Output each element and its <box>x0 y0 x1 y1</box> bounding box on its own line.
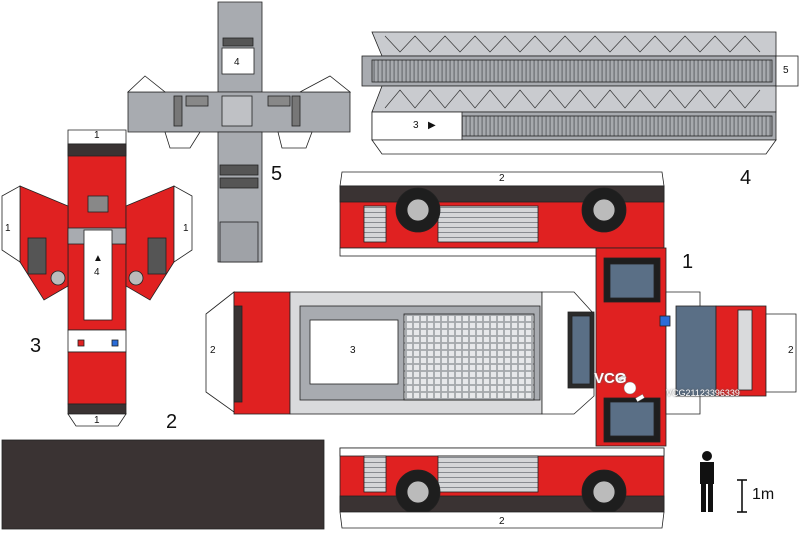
ladder-truss <box>384 35 761 109</box>
scale-bar <box>737 479 747 513</box>
flap-label-2-front: 2 <box>788 345 794 356</box>
flap-label-3-on-body: 3 <box>350 345 356 356</box>
arrow-right-icon: ▶ <box>428 120 436 131</box>
flap-label-2-rear: 2 <box>210 345 216 356</box>
part-5-cross <box>126 1 352 263</box>
flap-label-2-top-side: 2 <box>499 173 505 184</box>
part-label-3: 3 <box>30 335 42 357</box>
flap-label-5-on-ladder: 5 <box>783 65 789 76</box>
flap-label-1-top-roof: 1 <box>94 130 100 141</box>
watermark-brand: VCG <box>594 370 627 387</box>
flap-label-2-bottom-side: 2 <box>499 516 505 527</box>
flap-label-3-on-ladder: 3 <box>413 120 419 131</box>
flap-label-4-on-roof: 4 <box>94 267 100 278</box>
arrow-up-icon: ▲ <box>93 253 103 264</box>
part-3-red-roof <box>1 129 193 427</box>
flap-label-1-bottom-roof: 1 <box>94 415 100 426</box>
scale-label: 1m <box>752 486 775 503</box>
flap-label-4-on-5: 4 <box>234 57 240 68</box>
part-4-ladder <box>361 31 799 155</box>
flap-label-1-right-roof: 1 <box>183 223 189 234</box>
part-label-1: 1 <box>682 251 694 273</box>
watermark-logo <box>617 373 645 403</box>
part-label-4: 4 <box>740 167 752 189</box>
person-scale-figure <box>700 451 714 512</box>
part-label-2: 2 <box>166 411 178 433</box>
part-1-truck-body <box>205 171 797 529</box>
part-2-base-plate <box>1 439 325 530</box>
part-label-5: 5 <box>271 163 283 185</box>
flap-label-1-left-roof: 1 <box>5 223 11 234</box>
watermark-id: VCG21123396339 <box>666 388 740 398</box>
